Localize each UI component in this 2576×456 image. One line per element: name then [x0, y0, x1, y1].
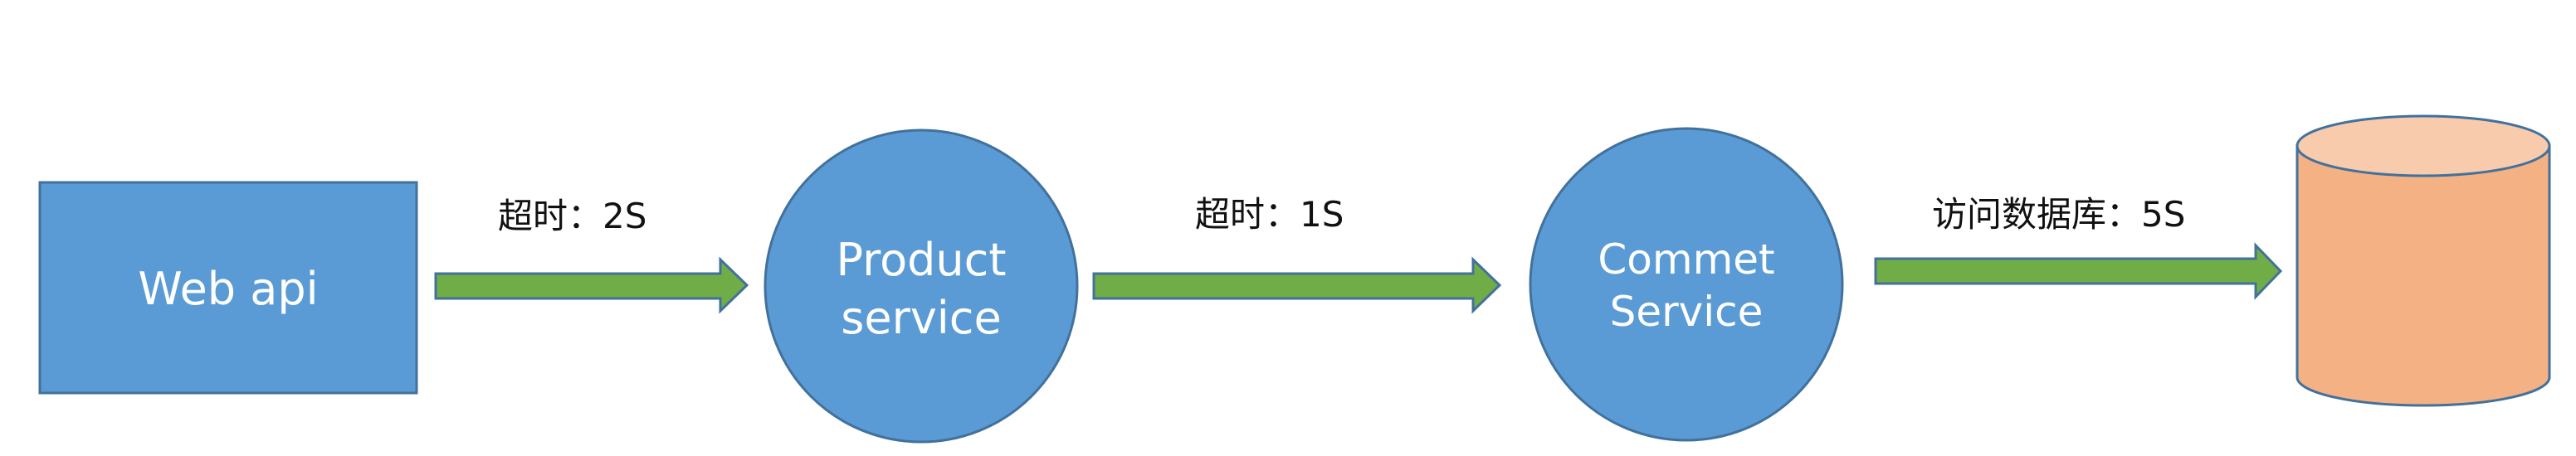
arrow-commet-to-db — [1874, 242, 2283, 300]
commet-service-label-line1: Commet — [1598, 235, 1774, 284]
database-cylinder-body — [2295, 144, 2551, 407]
commet-service-circle — [1529, 127, 1844, 442]
web-api-label: Web api — [138, 263, 318, 315]
arrow-product-to-commet — [1092, 256, 1502, 314]
product-service-label-line1: Product — [836, 234, 1006, 286]
timeout-label-web-to-product: 超时：2S — [498, 196, 646, 236]
web-api-box — [38, 181, 418, 395]
database-node — [2295, 114, 2551, 407]
arrow-web-to-product — [434, 256, 749, 314]
commet-service-node: Commet Service — [1529, 127, 1844, 442]
web-api-node: Web api — [38, 181, 418, 395]
commet-to-db-edge: 访问数据库：5S — [1874, 194, 2283, 300]
product-service-label-line2: service — [841, 292, 1001, 344]
db-access-label: 访问数据库：5S — [1932, 194, 2185, 235]
commet-service-label-line2: Service — [1610, 288, 1764, 336]
database-cylinder-top — [2295, 114, 2551, 177]
web-to-product-edge: 超时：2S — [434, 196, 749, 314]
product-service-circle — [764, 129, 1079, 444]
timeout-label-product-to-commet: 超时：1S — [1195, 194, 1344, 235]
product-to-commet-edge: 超时：1S — [1092, 194, 1502, 314]
product-service-node: Product service — [764, 129, 1079, 444]
